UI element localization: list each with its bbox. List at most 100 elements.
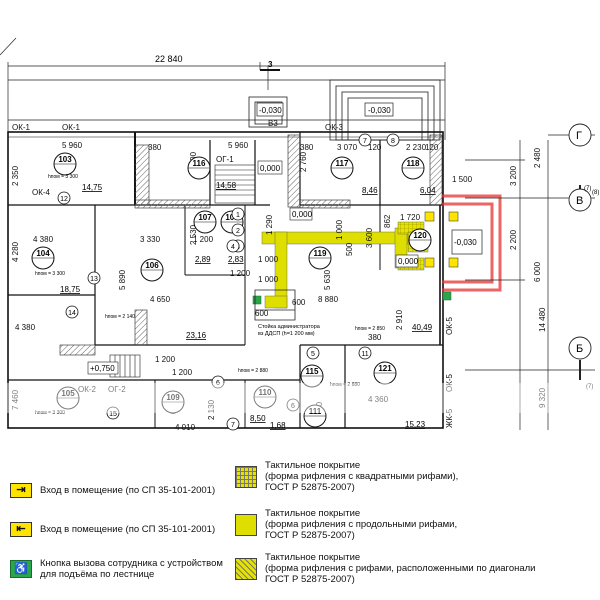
dim-total-width: 22 840 xyxy=(155,54,183,64)
dim-5890: 5 890 xyxy=(118,269,127,290)
dim-1290: 1 290 xyxy=(265,214,274,235)
callout-12: 12 xyxy=(57,191,71,205)
dim-v-2200: 2 200 xyxy=(509,229,518,250)
svg-text:7: 7 xyxy=(231,422,235,429)
dim-5960b: 5 960 xyxy=(228,141,249,150)
ceiling-height: hпом = 2 880 xyxy=(238,368,268,374)
room-111: 111 xyxy=(303,404,327,428)
right-dimension-chain xyxy=(465,134,595,430)
callout-11: 11 xyxy=(358,346,372,360)
dim-1000c: 1 000 xyxy=(335,219,344,240)
ceiling-labels: hпом = 3 300 hпом = 3 300 hпом = 2 140 hпом… xyxy=(35,174,385,416)
dim-3070: 3 070 xyxy=(337,143,358,152)
dim-v-2350: 2 350 xyxy=(11,165,20,186)
dim-2530: 2 530 xyxy=(189,224,198,245)
legend-item-exit: ⇤ Вход в помещение (по СП 35-101-2001) xyxy=(10,522,215,537)
ceiling-height: hпом = 3 300 xyxy=(35,410,65,416)
label-ok5b: ОК-5 xyxy=(445,373,454,392)
callout-13: 13 xyxy=(87,271,101,285)
legend-text-exit: Вход в помещение (по СП 35-101-2001) xyxy=(40,524,216,535)
dim-600a: 600 xyxy=(255,309,269,318)
exit-arrow-icon: ⇤ xyxy=(10,522,32,537)
level-box-c xyxy=(257,160,283,175)
room-number: 120 xyxy=(413,231,427,240)
axis-letter-v: В xyxy=(576,195,583,207)
svg-text:11: 11 xyxy=(361,351,368,358)
level-b: -0,030 xyxy=(368,106,391,115)
dim-1500: 1 500 xyxy=(452,175,473,184)
room-120: 120 xyxy=(408,228,432,252)
callout-circles: 78612345111213141567 xyxy=(57,133,400,431)
label-ok1b: ОК-1 xyxy=(62,123,81,132)
svg-text:13: 13 xyxy=(90,276,98,283)
dim-8880: 8 880 xyxy=(318,295,339,304)
room-markers: 10314,7511614,581178,461186,0410418,7510… xyxy=(31,152,436,429)
room-number: 117 xyxy=(336,159,349,168)
level-box-f xyxy=(87,361,119,375)
legend-text-tactile-longitudinal: Тактильное покрытие (форма рифления с пр… xyxy=(265,508,458,541)
svg-text:2: 2 xyxy=(236,228,240,235)
axis-marker-b xyxy=(568,336,592,360)
dim-120b: 120 xyxy=(425,143,439,152)
level-box-e xyxy=(395,254,419,268)
tactile-square-swatch xyxy=(235,465,257,488)
room-107: 107 xyxy=(193,210,217,234)
ceiling-height: hпом = 3 300 xyxy=(35,271,65,277)
room-area: 15,23 xyxy=(405,420,426,429)
room-number: 119 xyxy=(314,249,327,258)
call-buttons xyxy=(252,291,452,305)
callout-8: 8 xyxy=(386,133,400,147)
ceiling-height: hпом = 3 300 xyxy=(48,174,78,180)
legend-text-entrance: Вход в помещение (по СП 35-101-2001) xyxy=(40,485,216,496)
room-105: 105 xyxy=(56,386,80,410)
callout-1: 1 xyxy=(231,207,245,221)
tactile-longitudinal-swatch xyxy=(235,513,257,536)
callout-2: 2 xyxy=(231,223,245,237)
room-number: 104 xyxy=(36,249,50,258)
area-label: 40,49 xyxy=(412,323,433,332)
axis-letter-b: Б xyxy=(576,343,583,355)
room-area: 23,16 xyxy=(186,331,207,340)
dim-v-4280: 4 280 xyxy=(11,241,20,262)
room-area: 14,58 xyxy=(216,181,237,190)
svg-text:4: 4 xyxy=(231,244,235,251)
legend-item-call-button: ♿ Кнопка вызова сотрудника с устройством… xyxy=(10,558,223,580)
legend-text-tactile-square: Тактильное покрытие (форма рифления с кв… xyxy=(265,460,459,493)
dim-380a: 380 xyxy=(148,143,162,152)
label-og2: ОГ-2 xyxy=(108,385,126,394)
dim-120a: 120 xyxy=(368,143,382,152)
dim-3330: 3 330 xyxy=(140,235,161,244)
room-area: 6,04 xyxy=(420,186,436,195)
label-ok5a: ОК-5 xyxy=(445,316,454,335)
level-f: +0,750 xyxy=(90,364,115,373)
level-d: -0,030 xyxy=(454,238,477,247)
dim-1000b: 1 000 xyxy=(258,275,279,284)
room-115: 115 xyxy=(300,364,324,388)
room-area: 8,46 xyxy=(362,186,378,195)
dim-1000a: 1 000 xyxy=(258,255,279,264)
callout-7: 7 xyxy=(358,133,372,147)
dim-v-9320: 9 320 xyxy=(538,387,547,408)
room-number: 118 xyxy=(407,159,420,168)
room-number: 109 xyxy=(166,393,180,402)
admin-counter xyxy=(254,289,296,321)
axis-marker-v xyxy=(568,188,592,212)
legend-item-tactile-square: Тактильное покрытие (форма рифления с кв… xyxy=(235,460,458,493)
admin-note-1: Стойка администратора xyxy=(258,323,321,330)
svg-text:1: 1 xyxy=(236,212,240,219)
level-c: 0,000 xyxy=(260,164,281,173)
svg-text:6: 6 xyxy=(291,403,295,410)
svg-text:6: 6 xyxy=(216,380,220,387)
ceiling-height: hпом = 2 140 xyxy=(105,314,135,320)
dim-3600: 3 600 xyxy=(365,227,374,248)
dim-4360: 4 360 xyxy=(368,395,389,404)
ceiling-height: hпом = 2 880 xyxy=(330,382,360,388)
horizontal-dims: 5 960 380 5 960 3 070 120 2 230 120 1 50… xyxy=(15,141,473,432)
dim-862: 862 xyxy=(383,214,392,228)
dim-5630: 5 630 xyxy=(323,269,332,290)
dim-v-4380: 4 380 xyxy=(15,323,36,332)
level-e: 0,000 xyxy=(398,257,419,266)
room-area: 18,75 xyxy=(60,285,81,294)
axis-num-7: (7) xyxy=(584,186,591,192)
